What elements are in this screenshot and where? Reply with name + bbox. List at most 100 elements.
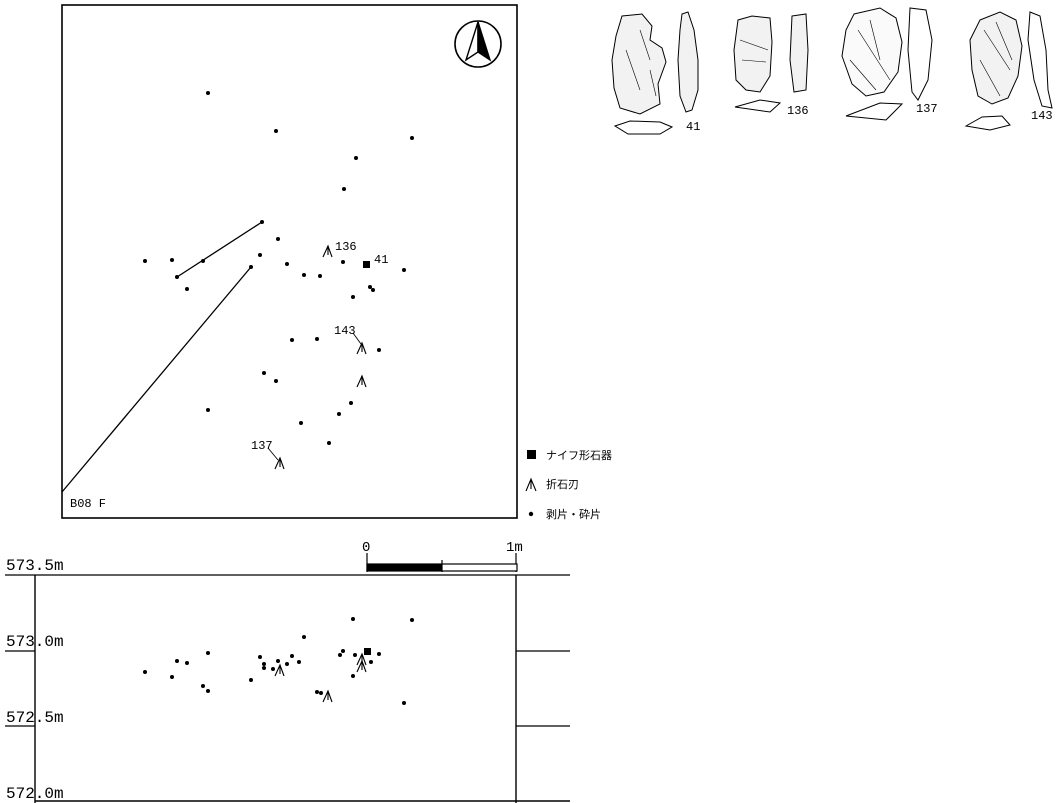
flake-dot — [341, 260, 345, 264]
flake-dot — [341, 649, 345, 653]
drawing-label-41: 41 — [686, 120, 700, 134]
flake-dot — [338, 653, 342, 657]
flake-dot — [258, 655, 262, 659]
elevation-label: 572.5m — [6, 709, 64, 727]
flake-dot — [201, 684, 205, 688]
knife-tool-marker — [364, 648, 371, 655]
legend-snapped-blade: 折石刃 — [546, 477, 579, 491]
flake-dot — [260, 220, 264, 224]
flake-dot — [319, 691, 323, 695]
flake-dot — [249, 265, 253, 269]
artifact-label-137: 137 — [251, 439, 273, 453]
section-view: 573.5m 573.0m 572.5m 572.0m — [5, 557, 570, 803]
refit-line — [176, 221, 263, 278]
flake-dot — [369, 660, 373, 664]
flake-dot — [410, 618, 414, 622]
black-square-icon — [527, 450, 536, 459]
flake-dot — [262, 666, 266, 670]
open-arrowhead-icon — [356, 374, 367, 388]
flake-dot — [337, 412, 341, 416]
scale-bar: 0 1m — [362, 540, 523, 572]
flake-dot — [327, 441, 331, 445]
flake-dot — [351, 295, 355, 299]
flake-dot — [206, 689, 210, 693]
grid-label: B08 F — [70, 497, 106, 511]
flake-dot — [185, 661, 189, 665]
elevation-label: 572.0m — [6, 785, 64, 803]
scale-end-label: 1m — [506, 540, 523, 556]
open-arrowhead-icon — [274, 456, 285, 470]
flake-dot — [258, 253, 262, 257]
flake-dot — [285, 662, 289, 666]
artifact-label-143: 143 — [334, 324, 356, 338]
open-arrowhead-icon — [322, 244, 333, 258]
flake-dot — [368, 285, 372, 289]
leader-line — [352, 332, 362, 345]
flake-dot — [271, 667, 275, 671]
north-arrow-icon — [454, 20, 502, 68]
open-arrowhead-icon — [525, 477, 537, 492]
flake-dot — [302, 635, 306, 639]
flake-dot — [206, 408, 210, 412]
flake-dot — [353, 653, 357, 657]
legend-knife-tool: ナイフ形石器 — [546, 449, 612, 462]
leader-line — [267, 447, 279, 461]
flake-dot — [262, 662, 266, 666]
refit-line — [61, 266, 252, 493]
elevation-label: 573.5m — [6, 557, 64, 575]
flake-dot — [290, 654, 294, 658]
flake-dot — [297, 660, 301, 664]
flake-dot — [342, 187, 346, 191]
open-arrowhead-icon — [322, 689, 333, 703]
flake-dot — [274, 129, 278, 133]
flake-dot — [371, 288, 375, 292]
flake-dot — [351, 674, 355, 678]
flake-dot — [276, 237, 280, 241]
drawing-137: 137 — [841, 7, 938, 121]
flake-dot — [185, 287, 189, 291]
flake-dot — [274, 379, 278, 383]
dot-icon — [528, 511, 534, 517]
elevation-label: 573.0m — [6, 633, 64, 651]
open-arrowhead-icon — [274, 663, 285, 677]
drawing-41: 41 — [611, 11, 700, 135]
flake-dot — [410, 136, 414, 140]
scale-start-label: 0 — [362, 540, 370, 556]
flake-dot — [143, 670, 147, 674]
plan-view: 136 41 143 137 B08 F — [61, 4, 518, 519]
flake-dot — [206, 651, 210, 655]
artifact-label-136: 136 — [335, 240, 357, 254]
drawing-label-136: 136 — [787, 104, 809, 118]
flake-dot — [206, 91, 210, 95]
flake-dot — [349, 401, 353, 405]
flake-dots — [143, 91, 414, 445]
artifact-label-41: 41 — [374, 253, 388, 267]
flake-dot — [276, 659, 280, 663]
drawing-143: 143 — [964, 11, 1053, 131]
drawing-label-143: 143 — [1031, 109, 1053, 123]
drawing-136: 136 — [733, 13, 809, 118]
drawing-label-137: 137 — [916, 102, 938, 116]
section-snapped-blades — [274, 652, 367, 703]
open-arrowhead-icon — [356, 341, 367, 355]
open-arrowhead-icon — [356, 659, 367, 673]
flake-dot — [315, 337, 319, 341]
flake-dot — [285, 262, 289, 266]
flake-dot — [170, 258, 174, 262]
flake-dot — [299, 421, 303, 425]
legend: ナイフ形石器 折石刃 剥片・砕片 — [525, 449, 612, 521]
flake-dot — [290, 338, 294, 342]
flake-dot — [402, 268, 406, 272]
knife-tool-marker — [363, 261, 370, 268]
flake-dot — [249, 678, 253, 682]
flake-dot — [175, 659, 179, 663]
snapped-blade-markers — [274, 244, 367, 470]
flake-dot — [170, 675, 174, 679]
flake-dot — [315, 690, 319, 694]
legend-flake-chip: 剥片・砕片 — [546, 507, 601, 521]
flake-dot — [175, 275, 179, 279]
flake-dot — [354, 156, 358, 160]
flake-dot — [143, 259, 147, 263]
flake-dot — [402, 701, 406, 705]
